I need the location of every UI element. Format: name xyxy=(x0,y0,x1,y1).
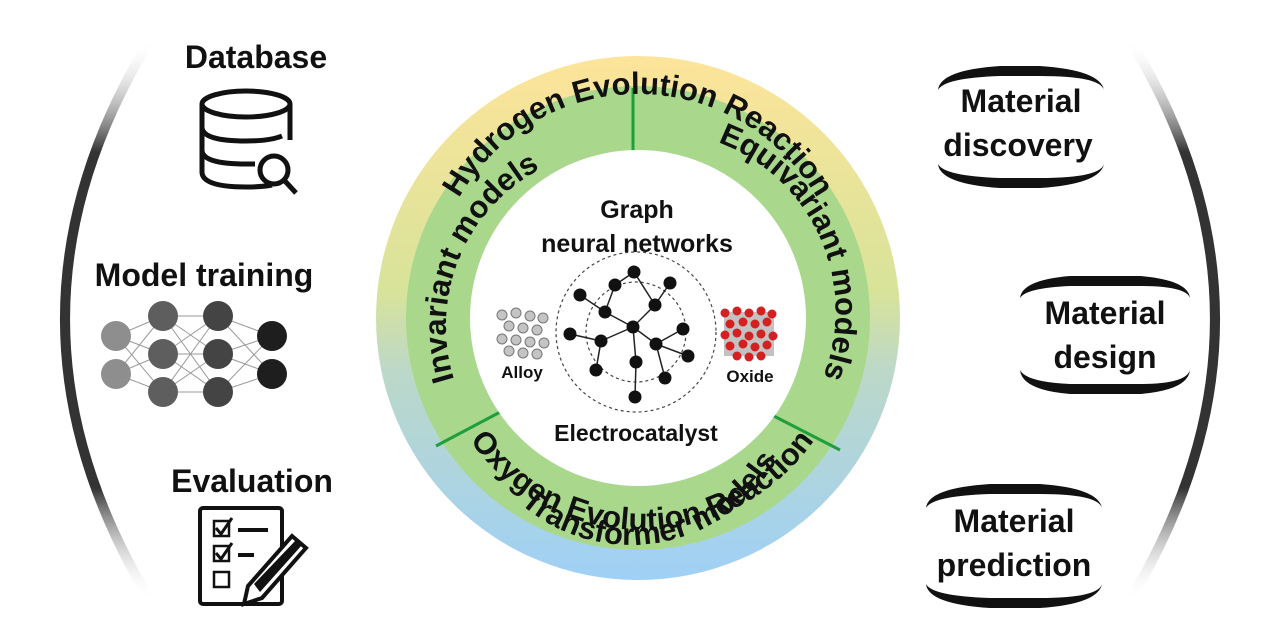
material-design-line2: design xyxy=(1053,339,1156,375)
core-title-line2: neural networks xyxy=(541,230,733,258)
pencil-icon xyxy=(241,533,309,608)
core-circle xyxy=(470,150,806,486)
model-training-label: Model training xyxy=(95,257,314,293)
material-design-line1: Material xyxy=(1045,295,1166,331)
material-prediction-item: Material prediction xyxy=(926,484,1102,608)
evaluation-label: Evaluation xyxy=(171,463,333,499)
material-prediction-line2: prediction xyxy=(937,547,1092,583)
alloy-label: Alloy xyxy=(501,363,543,382)
oxide-label: Oxide xyxy=(726,367,773,386)
right-bracket-arc xyxy=(1125,37,1220,603)
material-discovery-line2: discovery xyxy=(943,127,1093,163)
material-discovery-line1: Material xyxy=(961,83,1082,119)
ring-divider-right xyxy=(765,410,841,452)
database-icon xyxy=(199,88,298,195)
core-bottom-label: Electrocatalyst xyxy=(554,420,718,446)
core-title-line1: Graph xyxy=(600,196,674,224)
material-prediction-line1: Material xyxy=(954,503,1075,539)
oxide-crystal-icon xyxy=(720,306,778,362)
material-discovery-item: Material discovery xyxy=(938,66,1104,188)
material-design-item: Material design xyxy=(1020,276,1190,394)
neural-network-icon xyxy=(101,301,287,407)
left-bracket-arc xyxy=(60,37,155,603)
ring-divider-left xyxy=(435,408,505,448)
alloy-crystal-icon xyxy=(496,307,550,360)
graph-network-icon xyxy=(555,251,717,413)
database-label: Database xyxy=(185,39,327,75)
